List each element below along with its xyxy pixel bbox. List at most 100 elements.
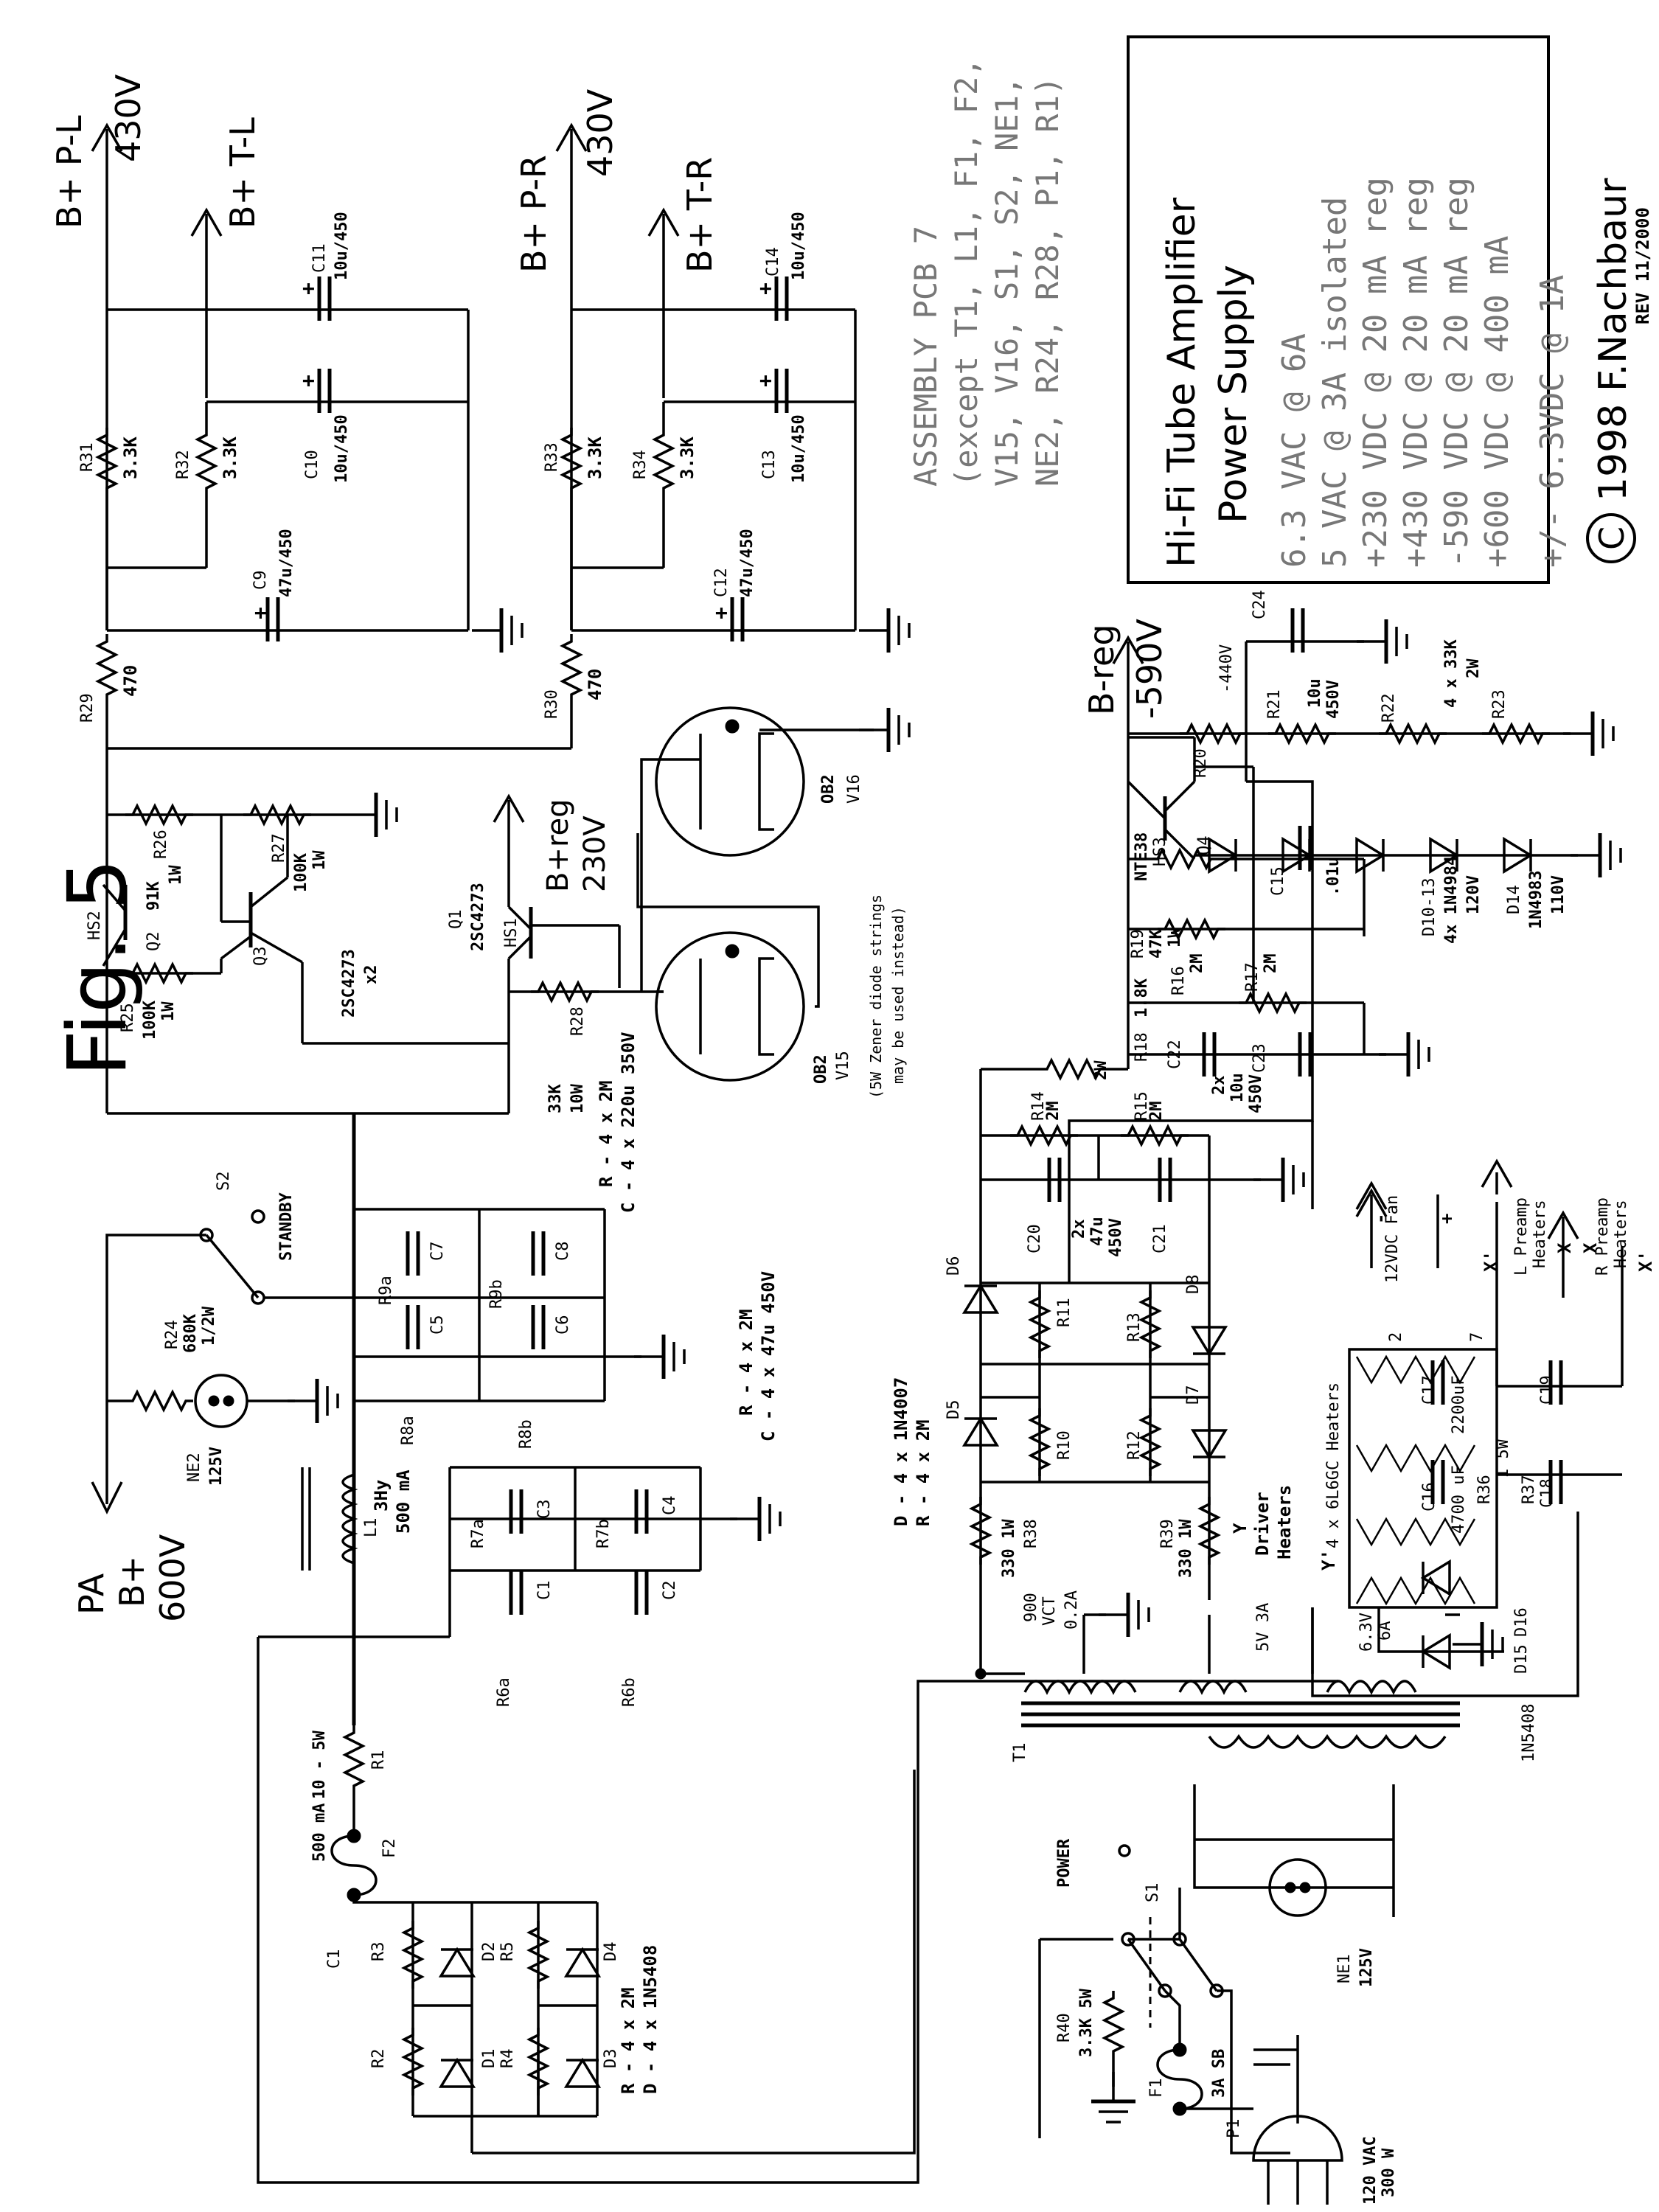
svg-text:C2: C2	[661, 1581, 679, 1601]
svg-text:4700 uF: 4700 uF	[1450, 1465, 1468, 1534]
svg-text:R37: R37	[1520, 1475, 1538, 1504]
svg-text:1 5W: 1 5W	[1494, 1439, 1512, 1478]
ground-symbol	[1253, 1158, 1304, 1202]
copyright-text: 1998 F.Nachbaur	[1591, 178, 1635, 501]
svg-text:C21: C21	[1151, 1224, 1169, 1253]
spec-line: +/- 6.3VDC @ 1A	[1534, 275, 1571, 568]
copyright-symbol: C	[1592, 526, 1632, 550]
svg-text:+: +	[302, 276, 315, 300]
svg-text:S1: S1	[1144, 1883, 1162, 1903]
svg-text:3Hy: 3Hy	[371, 1480, 392, 1512]
svg-text:3.3K: 3.3K	[585, 437, 605, 479]
svg-text:P1: P1	[1225, 2119, 1243, 2139]
capacitor-c5	[408, 1305, 418, 1349]
svg-text:2x: 2x	[1210, 1076, 1228, 1096]
ground-symbol	[1379, 1032, 1429, 1077]
revision-label: REV 11/2000	[1632, 207, 1653, 324]
svg-text:R7b: R7b	[594, 1519, 613, 1548]
svg-text:450V: 450V	[1324, 680, 1343, 719]
svg-text:R38: R38	[1022, 1519, 1040, 1548]
info-box-text: Hi-Fi Tube Amplifier Power Supply 6.3 VA…	[1160, 177, 1636, 568]
svg-text:D3: D3	[602, 2049, 620, 2069]
svg-text:4 x 6L6GC Heaters: 4 x 6L6GC Heaters	[1324, 1382, 1343, 1548]
svg-text:C24: C24	[1251, 590, 1269, 619]
svg-text:R26: R26	[152, 830, 170, 859]
svg-text:OB2: OB2	[812, 1054, 830, 1084]
svg-text:V16: V16	[845, 774, 863, 804]
svg-text:33K: 33K	[546, 1084, 565, 1113]
output-bp-l: B+ P-L 430V	[49, 74, 148, 310]
svg-text:NE1: NE1	[1335, 1954, 1354, 1983]
svg-text:R8b: R8b	[517, 1419, 535, 1449]
neon-lamp-ne2	[194, 1374, 248, 1428]
svg-text:2M: 2M	[1044, 1102, 1062, 1121]
svg-text:5V 3A: 5V 3A	[1254, 1603, 1273, 1652]
svg-text:47K: 47K	[1147, 929, 1166, 959]
ground-symbol	[1099, 1593, 1149, 1637]
svg-text:R1: R1	[369, 1750, 388, 1770]
svg-text:C11: C11	[310, 243, 329, 273]
pa-bplus-section: PA B+ 600V S2 STANDBY R24 680K 1/2W NE2 …	[72, 1113, 356, 1696]
svg-text:POWER: POWER	[1055, 1838, 1074, 1888]
svg-text:R7a: R7a	[469, 1519, 487, 1548]
svg-text:R15: R15	[1133, 1091, 1151, 1121]
right-filter-network: R33 3.3K R34 3.3K C14 10u/450 C13 10u/45…	[543, 212, 909, 719]
svg-text:D16: D16	[1512, 1607, 1531, 1637]
ground-symbol	[347, 793, 397, 837]
assembly-note: ASSEMBLY PCB 7 (except T1, L1, F1, F2, V…	[908, 58, 1065, 487]
resistor-r40	[1103, 1989, 1124, 2060]
svg-text:R29: R29	[78, 693, 97, 723]
wire	[257, 1637, 1338, 2184]
capacitor-c24	[1293, 608, 1303, 653]
resistor-r24	[124, 1391, 195, 1411]
svg-text:91K: 91K	[145, 881, 163, 911]
svg-text:R20: R20	[1192, 748, 1210, 778]
capacitor-c10	[319, 369, 330, 413]
svg-text:4 x 33K: 4 x 33K	[1442, 639, 1461, 708]
capacitor-c12	[732, 597, 742, 641]
svg-text:R - 4 x 2M: R - 4 x 2M	[913, 1420, 933, 1527]
svg-text:10u/450: 10u/450	[790, 414, 808, 483]
svg-text:600V: 600V	[153, 1534, 192, 1622]
svg-text:B-reg: B-reg	[1082, 624, 1121, 715]
svg-text:+: +	[759, 368, 772, 392]
ground-symbol	[859, 708, 909, 752]
svg-text:R9b: R9b	[487, 1279, 506, 1309]
resistor-r29	[97, 633, 117, 703]
svg-text:3.3K: 3.3K	[220, 437, 240, 479]
svg-text:Q1: Q1	[447, 910, 465, 930]
svg-text:x2: x2	[362, 965, 380, 985]
svg-text:F2: F2	[380, 1839, 399, 1859]
info-title: Hi-Fi Tube Amplifier	[1160, 197, 1204, 568]
svg-text:3.3K: 3.3K	[120, 437, 141, 479]
tube-v15	[655, 931, 805, 1082]
capacitor-c2	[636, 1571, 647, 1615]
svg-text:C - 4 x 220u 350V: C - 4 x 220u 350V	[618, 1032, 639, 1213]
assembly-line: V15, V16, S1, S2, NE1,	[989, 77, 1025, 487]
svg-text:1W: 1W	[167, 865, 185, 885]
svg-text:PA: PA	[72, 1573, 111, 1615]
svg-text:R Preamp: R Preamp	[1593, 1197, 1612, 1276]
svg-text:C19: C19	[1538, 1375, 1557, 1405]
neon-lamp-ne1	[1268, 1858, 1327, 1917]
svg-text:3A SB: 3A SB	[1210, 2049, 1228, 2098]
svg-text:OB2: OB2	[819, 774, 838, 804]
svg-text:T1: T1	[1011, 1743, 1029, 1763]
svg-text:120 VAC: 120 VAC	[1361, 2136, 1380, 2205]
info-box	[1127, 35, 1550, 584]
svg-text:10 - 5W: 10 - 5W	[310, 1731, 329, 1799]
svg-text:R9a: R9a	[377, 1276, 395, 1305]
svg-text:1W: 1W	[310, 850, 329, 870]
svg-text:L1: L1	[362, 1518, 380, 1538]
info-subtitle: Power Supply	[1211, 265, 1256, 524]
svg-text:430V: 430V	[108, 74, 148, 162]
svg-text:L Preamp: L Preamp	[1512, 1197, 1531, 1276]
choke-l1: L1 3Hy 500 mA	[301, 1467, 414, 1571]
svg-text:C5: C5	[428, 1315, 447, 1335]
svg-text:X': X'	[1481, 1251, 1501, 1272]
svg-text:C23: C23	[1251, 1043, 1269, 1073]
svg-text:C6: C6	[554, 1315, 572, 1335]
diode-d2	[439, 1948, 475, 1978]
